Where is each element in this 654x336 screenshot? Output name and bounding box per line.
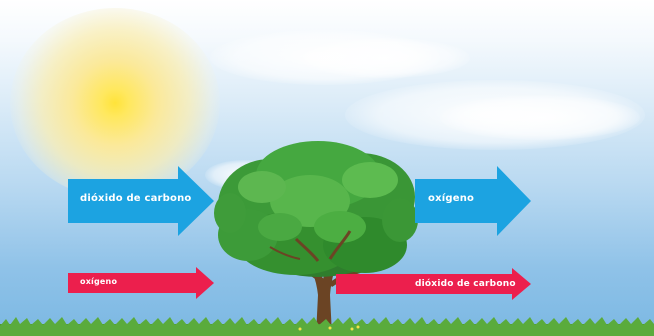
- grass-icon: [0, 317, 654, 336]
- cloud-icon: [300, 38, 470, 78]
- o2-in-label: oxígeno: [80, 277, 118, 286]
- co2-in-label: dióxido de carbono: [80, 193, 192, 204]
- o2-out-label: oxígeno: [428, 193, 475, 204]
- co2-out-label: dióxido de carbono: [415, 279, 516, 289]
- o2-out-arrow: [415, 166, 531, 236]
- sun-icon: [10, 8, 220, 198]
- cloud-icon: [440, 95, 640, 140]
- co2-in-arrow: [68, 166, 214, 236]
- co2-out-arrow: [336, 268, 531, 300]
- o2-in-arrow: [68, 267, 214, 299]
- tree-icon: [214, 141, 418, 335]
